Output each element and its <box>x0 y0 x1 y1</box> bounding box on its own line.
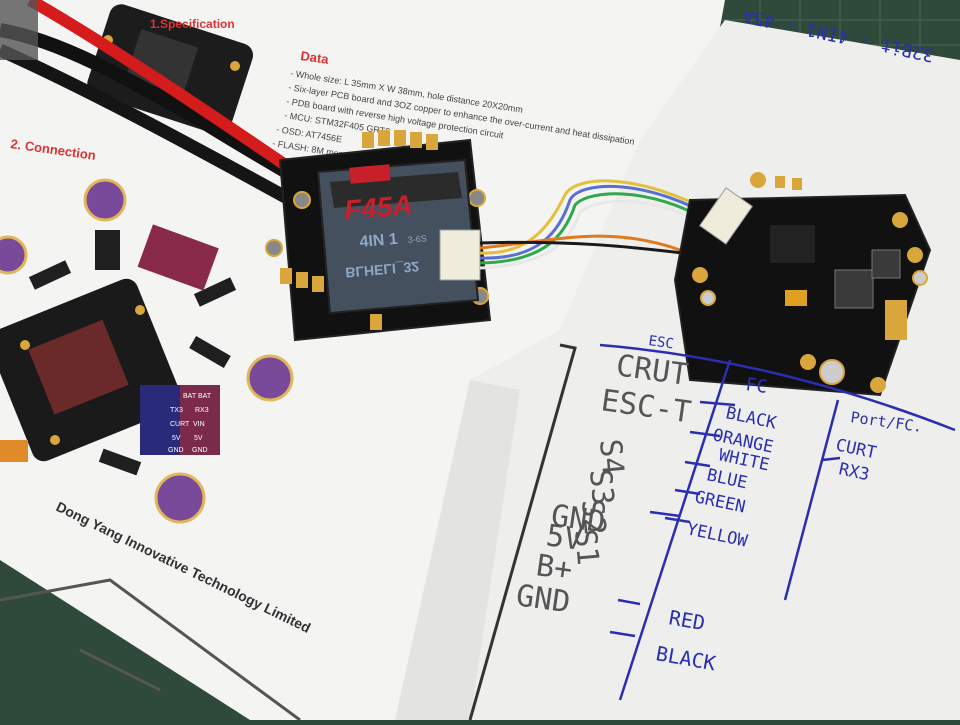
svg-text:GND: GND <box>168 447 184 454</box>
svg-text:TX3: TX3 <box>170 407 183 414</box>
board-outline <box>0 578 301 722</box>
esc-label: F45A 4IN 1 3-6S BLHELI_32 <box>343 189 427 281</box>
esc-firmware: BLHELI_32 <box>345 259 420 281</box>
data-heading: Data <box>300 48 331 67</box>
spec-heading: 1.Specification <box>150 17 235 31</box>
pin-label-grid <box>137 224 220 455</box>
connection-diagram <box>0 178 294 524</box>
pin-label-texts: BAT BAT TX3 RX3 CURT VIN 5V 5V GND GND <box>168 393 212 454</box>
flight-controller-board <box>673 172 932 397</box>
svg-text:5V: 5V <box>172 435 181 442</box>
svg-text:BAT: BAT <box>183 393 197 400</box>
paper-bracket <box>468 343 577 721</box>
esc-cells: 3-6S <box>407 233 427 245</box>
motor-icons <box>0 178 294 524</box>
svg-text:RX3: RX3 <box>195 407 209 414</box>
svg-text:BAT: BAT <box>198 393 212 400</box>
svg-text:5V: 5V <box>194 435 203 442</box>
esc-board: F45A 4IN 1 3-6S BLHELI_32 <box>265 130 492 342</box>
svg-text:CURT: CURT <box>170 421 190 428</box>
spec-board-image <box>87 4 254 135</box>
xt60-tag <box>0 440 28 462</box>
esc-subtitle: 4IN 1 <box>359 231 399 251</box>
svg-text:VIN: VIN <box>193 421 205 428</box>
svg-text:GND: GND <box>192 447 208 454</box>
power-leads <box>0 0 304 211</box>
esc-model: F45A <box>343 189 414 226</box>
